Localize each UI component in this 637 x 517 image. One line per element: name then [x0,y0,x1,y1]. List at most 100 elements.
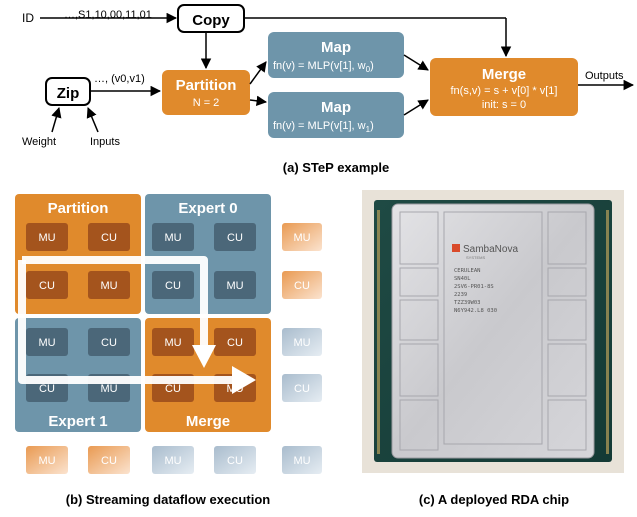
caption-a: (a) STeP example [283,160,389,175]
tile-label: CU [227,232,243,244]
tile-cu [214,328,256,356]
map1-title: Map [321,99,351,116]
svg-text:2239: 2239 [454,292,467,298]
zip-label: Zip [57,85,80,102]
spare-tile-mu [282,223,322,251]
tile-label: MU [164,337,181,349]
copy-label: Copy [192,12,230,29]
zip-stream-label: …, (v0,v1) [94,73,145,85]
tile-mu [26,223,68,251]
svg-text:2SV6-PR01-8S: 2SV6-PR01-8S [454,284,494,290]
id-label: ID [22,11,34,25]
tile-mu [26,328,68,356]
sambanova-logo-icon [452,244,460,252]
partition-to-map1-arrow [249,95,268,107]
merge-init: init: s = 0 [482,99,526,111]
tile-label: CU [39,383,55,395]
spare-tile-mu [152,446,194,474]
inputs-label: Inputs [90,136,120,148]
tile-mu [152,328,194,356]
caption-b: (b) Streaming dataflow execution [66,492,270,507]
tile-mu [88,271,130,299]
map0-fn: fn(v) = MLP(v[1], w0) [273,60,374,74]
contact-pads [377,210,609,454]
weight-label: Weight [22,136,56,148]
tile-label: CU [165,280,181,292]
map1-fn: fn(v) = MLP(v[1], w1) [273,120,374,134]
map1-to-merge-arrow [403,99,429,116]
outputs-label: Outputs [585,70,624,82]
tile-label: MU [293,455,310,467]
tile-cu [152,271,194,299]
spare-tile-cu [88,446,130,474]
tile-label: CU [227,337,243,349]
spare-tile-cu [214,446,256,474]
tile-label: CU [101,455,117,467]
merge-fn: fn(s,v) = s + v[0] * v[1] [451,85,558,97]
chip-photo: SambaNova SYSTEMS CERULEAN SN40L 2SV6-PR… [362,190,624,507]
tile-cu [88,223,130,251]
tile-label: MU [100,280,117,292]
tile-cu [214,223,256,251]
chip-brand-sub: SYSTEMS [466,255,485,260]
caption-c: (c) A deployed RDA chip [419,492,569,507]
tile-label: MU [226,280,243,292]
spare-tile-mu [282,328,322,356]
map0-title: Map [321,39,351,56]
tile-label: MU [164,455,181,467]
dataflow-arrowhead-down [192,345,216,368]
partition-title: Partition [176,77,237,94]
expert1-region-label: Expert 1 [48,413,107,430]
tile-label: CU [294,383,310,395]
spare-tile-cu [282,374,322,402]
expert0-region-label: Expert 0 [178,200,237,217]
chip-lid [391,203,595,459]
spare-tile-mu [282,446,322,474]
svg-text:SN40L: SN40L [454,276,471,282]
tile-label: MU [38,232,55,244]
tile-label: CU [101,232,117,244]
partition-node [162,70,250,115]
tile-label: CU [165,383,181,395]
partition-param: N = 2 [193,97,220,109]
tile-label: MU [38,455,55,467]
tile-mu [214,271,256,299]
tile-label: MU [293,337,310,349]
tile-label: CU [294,280,310,292]
tile-cu [88,328,130,356]
svg-text:CERULEAN: CERULEAN [454,268,481,274]
dataflow-path-expert1 [18,260,236,384]
tile-label: MU [100,383,117,395]
dataflow-arrowhead-right [232,366,256,394]
inputs-arrow [86,107,99,133]
dataflow-path-expert0 [22,256,208,358]
merge-title: Merge [482,66,526,83]
chip-brand: SambaNova [463,244,518,255]
spare-tile-cu [282,271,322,299]
tile-label: MU [164,232,181,244]
svg-text:TZZ39W03: TZZ39W03 [454,300,481,306]
tile-label: CU [101,337,117,349]
spare-tile-mu [26,446,68,474]
tile-label: MU [38,337,55,349]
merge-region-label: Merge [186,413,230,430]
tile-mu [152,223,194,251]
weight-arrow [51,106,62,133]
tile-cu [26,271,68,299]
lid-panels [399,211,587,451]
svg-text:N6Y942.L8 030: N6Y942.L8 030 [454,308,497,314]
step-diagram: …,S1,10,00,11,01 ID Copy Zip …, (v0,v1) … [22,4,635,175]
partition-region-label: Partition [48,200,109,217]
dataflow-diagram: Partition Expert 0 Expert 1 Merge MU CU … [15,194,322,507]
chip-markings: CERULEAN SN40L 2SV6-PR01-8S 2239 TZZ39W0… [454,268,497,314]
map0-to-merge-arrow [403,54,429,71]
partition-to-map0-arrow [249,61,267,85]
id-stream-label: …,S1,10,00,11,01 [64,9,152,21]
tile-label: MU [293,232,310,244]
map0-node [268,32,404,78]
map1-node [268,92,404,138]
tile-label: CU [39,280,55,292]
tile-label: CU [227,455,243,467]
merge-node [430,58,578,116]
